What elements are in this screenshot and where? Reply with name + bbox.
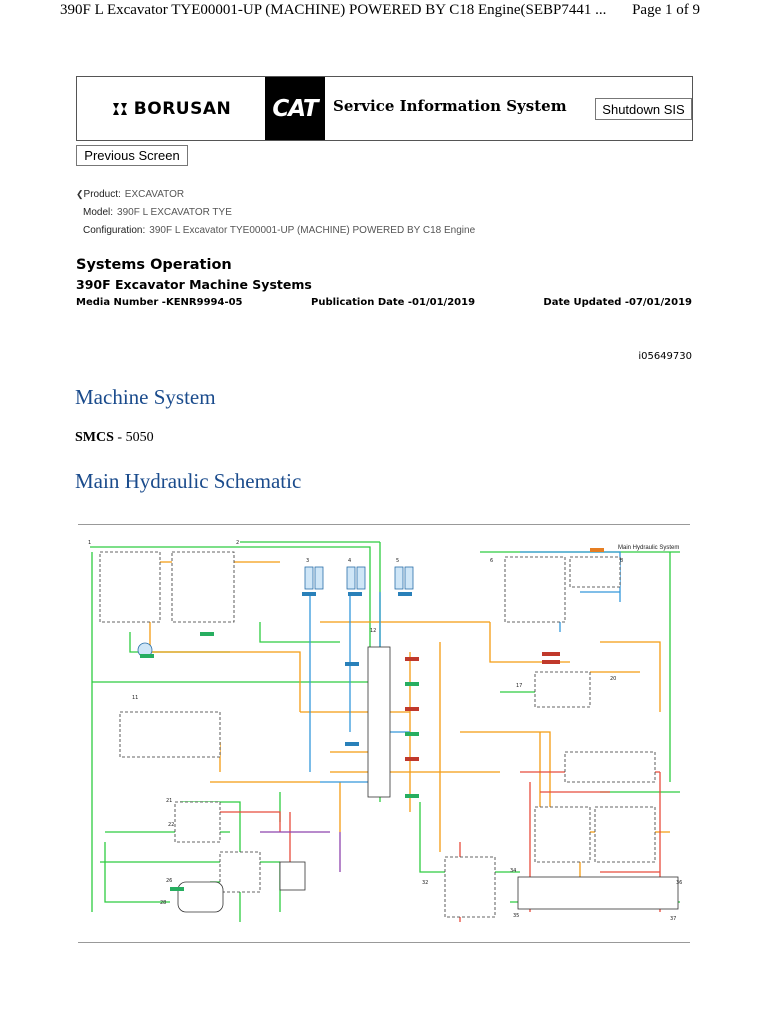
svg-text:5: 5 xyxy=(396,558,399,564)
bottom-divider xyxy=(78,942,690,943)
svg-text:32: 32 xyxy=(422,880,428,886)
svg-text:11: 11 xyxy=(132,695,138,701)
svg-text:17: 17 xyxy=(516,683,522,689)
borusan-logo-icon xyxy=(112,102,127,115)
svg-text:34: 34 xyxy=(510,868,516,874)
smcs-code: SMCS - 5050 xyxy=(75,430,154,445)
svg-text:21: 21 xyxy=(166,798,172,804)
svg-text:35: 35 xyxy=(513,913,519,919)
schematic-caption: Main Hydraulic System xyxy=(618,545,680,551)
document-subtitle: 390F Excavator Machine Systems xyxy=(76,277,312,292)
shutdown-sis-button[interactable]: Shutdown SIS xyxy=(595,98,692,120)
svg-text:26: 26 xyxy=(166,878,172,884)
schematic-heading: Main Hydraulic Schematic xyxy=(75,469,302,493)
page-number: Page 1 of 9 xyxy=(632,2,700,18)
document-id: i05649730 xyxy=(638,351,692,362)
cat-logo: CAT xyxy=(265,77,325,140)
svg-text:8: 8 xyxy=(620,558,623,564)
svg-text:36: 36 xyxy=(676,880,682,886)
svg-text:12: 12 xyxy=(370,628,376,634)
svg-text:22: 22 xyxy=(168,822,174,828)
previous-screen-button[interactable]: Previous Screen xyxy=(76,145,188,166)
configuration-row: Configuration:390F L Excavator TYE00001-… xyxy=(83,225,476,236)
svg-text:20: 20 xyxy=(610,676,616,682)
svg-text:28: 28 xyxy=(160,900,166,906)
date-updated: Date Updated -07/01/2019 xyxy=(543,297,692,308)
section-heading: Machine System xyxy=(75,385,216,409)
svg-text:4: 4 xyxy=(348,558,351,564)
product-row: ❮Product:EXCAVATOR xyxy=(76,189,185,200)
document-type: Systems Operation xyxy=(76,257,232,273)
sis-banner: BORUSAN CAT Service Information System S… xyxy=(76,76,693,141)
media-number: Media Number -KENR9994-05 xyxy=(76,297,243,308)
svg-text:3: 3 xyxy=(306,558,309,564)
svg-text:1: 1 xyxy=(88,540,91,546)
print-title: 390F L Excavator TYE00001-UP (MACHINE) P… xyxy=(60,2,607,18)
model-row: Model:390F L EXCAVATOR TYE xyxy=(83,207,232,218)
svg-text:37: 37 xyxy=(670,916,676,922)
back-arrow-icon[interactable]: ❮ xyxy=(76,189,84,199)
sis-title: Service Information System xyxy=(333,97,567,115)
print-header: 390F L Excavator TYE00001-UP (MACHINE) P… xyxy=(0,0,768,22)
publication-date: Publication Date -01/01/2019 xyxy=(311,297,476,308)
top-divider xyxy=(78,524,690,525)
brand-name: BORUSAN xyxy=(133,98,232,119)
svg-text:6: 6 xyxy=(490,558,493,564)
svg-text:2: 2 xyxy=(236,540,239,546)
brand-logo: BORUSAN xyxy=(77,77,266,140)
